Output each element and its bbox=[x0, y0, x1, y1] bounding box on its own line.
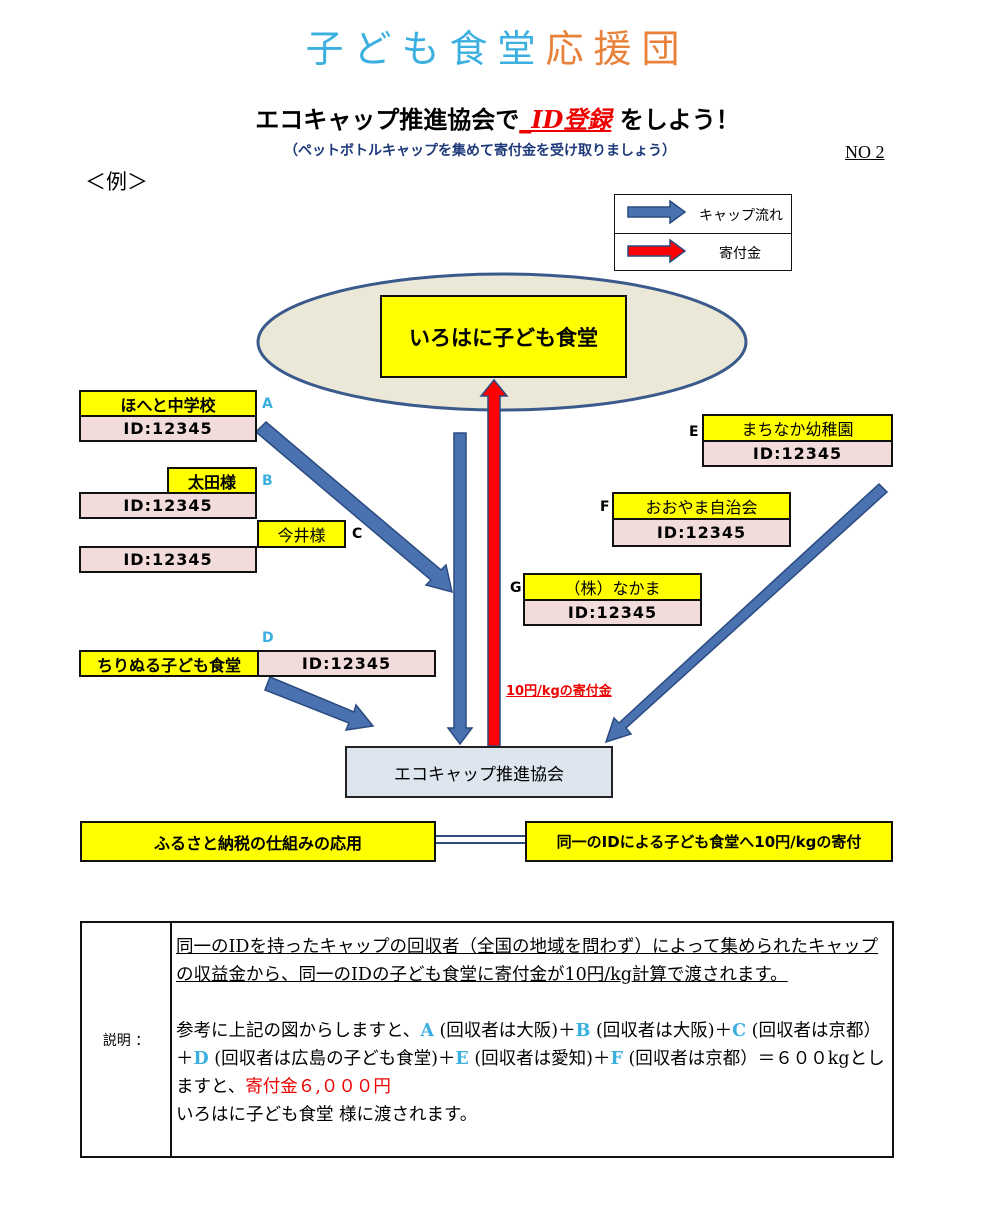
explanation-label: 説明 ： bbox=[82, 923, 172, 1156]
cap-flow-arrow-to-association bbox=[446, 432, 474, 746]
heading-id: _ID登録 bbox=[519, 105, 612, 134]
explanation-text: 同一のIDを持ったキャップの回収者（全国の地域を問わず）によって集められたキャッ… bbox=[176, 933, 888, 1129]
donation-amount: 寄付金６,０００円 bbox=[245, 1077, 391, 1097]
center-cafeteria-box: いろはに子ども食堂 bbox=[380, 295, 627, 378]
collector-f-letter: F bbox=[600, 499, 610, 515]
collector-g-name: （株）なかま bbox=[523, 573, 702, 601]
collector-d-letter: D bbox=[262, 630, 274, 646]
explanation-end: いろはに子ども食堂 様に渡されます。 bbox=[176, 1105, 478, 1125]
collector-c-id: ID:12345 bbox=[79, 546, 257, 573]
explanation-para2: 参考に上記の図からしますと、A (回収者は大阪)＋B (回収者は大阪)＋C (回… bbox=[176, 1021, 885, 1097]
cap-flow-arrow-abc bbox=[254, 420, 454, 594]
heading-post: をしよう！ bbox=[611, 106, 740, 134]
title-part1: 子ども食堂 bbox=[305, 27, 546, 71]
collector-d-name: ちりぬる子ども食堂 bbox=[79, 650, 259, 677]
page-number: NO 2 bbox=[845, 142, 885, 162]
donation-arrow bbox=[479, 378, 509, 747]
collector-b-letter: B bbox=[262, 473, 273, 489]
page-heading: エコキャップ推進協会で_ID登録 をしよう！ bbox=[0, 100, 995, 135]
collector-a-letter: A bbox=[262, 396, 273, 412]
example-label: ＜例＞ bbox=[85, 170, 148, 194]
collector-g-id: ID:12345 bbox=[523, 599, 702, 626]
heading-pre: エコキャップ推進協会で bbox=[255, 106, 520, 134]
collector-e-name: まちなか幼稚園 bbox=[702, 414, 893, 442]
subheading: （ペットボトルキャップを集めて寄付金を受け取りましょう） bbox=[284, 143, 676, 159]
collector-a-name: ほへと中学校 bbox=[79, 390, 257, 417]
banner-title: 子ども食堂応援団 bbox=[0, 18, 995, 73]
explanation-para1: 同一のIDを持ったキャップの回収者（全国の地域を問わず）によって集められたキャッ… bbox=[176, 937, 879, 985]
collector-c-name: 今井様 bbox=[257, 520, 346, 548]
collector-d-id: ID:12345 bbox=[257, 650, 436, 677]
collector-b-id: ID:12345 bbox=[79, 492, 257, 519]
collector-g-letter: G bbox=[510, 580, 522, 596]
legend: キャップ流れ 寄付金 bbox=[614, 194, 792, 271]
cap-flow-arrow-d bbox=[264, 676, 375, 731]
donation-rate-label: 10円/kgの寄付金 bbox=[506, 684, 612, 699]
collector-b-name: 太田様 bbox=[167, 467, 257, 494]
collector-a-id: ID:12345 bbox=[79, 415, 257, 442]
legend-cap-flow-label: キャップ流れ bbox=[699, 208, 783, 224]
collector-f-name: おおやま自治会 bbox=[612, 492, 791, 520]
cap-flow-arrow-ef bbox=[604, 482, 889, 744]
collector-c-letter: C bbox=[352, 526, 363, 542]
furusato-box: ふるさと納税の仕組みの応用 bbox=[80, 821, 436, 862]
same-id-donation-box: 同一のIDによる子ども食堂へ10円/kgの寄付 bbox=[525, 821, 893, 862]
association-box: エコキャップ推進協会 bbox=[345, 746, 613, 798]
legend-donation-label: 寄付金 bbox=[719, 246, 761, 262]
collector-e-letter: E bbox=[689, 424, 699, 440]
explanation-table: 説明 ： 同一のIDを持ったキャップの回収者（全国の地域を問わず）によって集めら… bbox=[80, 921, 894, 1158]
collector-e-id: ID:12345 bbox=[702, 440, 893, 467]
collector-f-id: ID:12345 bbox=[612, 518, 791, 547]
legend-cap-arrow-icon bbox=[627, 199, 687, 225]
legend-donation-arrow-icon bbox=[627, 238, 687, 264]
title-part2: 応援団 bbox=[545, 27, 690, 71]
